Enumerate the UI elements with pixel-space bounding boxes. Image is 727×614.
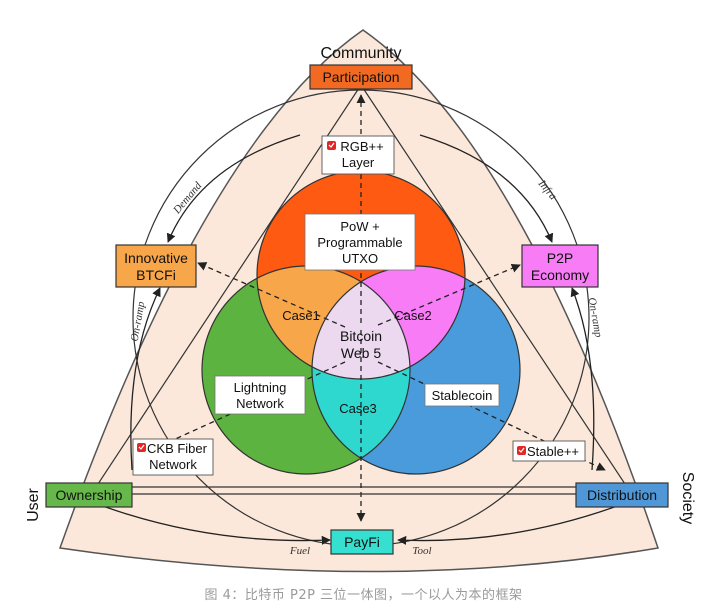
stable-label: Stable++ bbox=[527, 444, 579, 459]
case1-label: Case1 bbox=[282, 308, 320, 323]
box-lightning bbox=[214, 375, 306, 415]
node-btcfi bbox=[115, 244, 197, 288]
label-fuel: Fuel bbox=[289, 545, 310, 557]
ckb-line2: Network bbox=[149, 457, 197, 472]
node-btcfi-line2: BTCFi bbox=[136, 267, 176, 283]
center-line1: Bitcoin bbox=[340, 328, 382, 344]
dashed-to-p2p bbox=[377, 263, 521, 326]
arc-onramp-left bbox=[130, 287, 161, 471]
node-payfi bbox=[330, 529, 394, 555]
arc-infra bbox=[419, 134, 554, 243]
node-participation bbox=[309, 64, 413, 90]
box-ckb bbox=[132, 438, 214, 476]
label-user: User bbox=[25, 487, 42, 521]
node-btcfi-line1: Innovative bbox=[124, 250, 188, 266]
pow-line2: Programmable bbox=[317, 235, 402, 250]
node-p2p-line1: P2P bbox=[547, 250, 573, 266]
label-society: Society bbox=[679, 472, 696, 524]
node-ownership-label: Ownership bbox=[56, 487, 123, 503]
node-distribution-label: Distribution bbox=[587, 487, 657, 503]
lightning-line2: Network bbox=[236, 396, 284, 411]
node-ownership bbox=[45, 482, 133, 508]
stablecoin-label: Stablecoin bbox=[432, 388, 493, 403]
arc-fuel bbox=[99, 504, 331, 545]
lightning-line1: Lightning bbox=[234, 380, 287, 395]
case2-label: Case2 bbox=[394, 308, 432, 323]
pow-line3: UTXO bbox=[342, 251, 378, 266]
rgb-line1: RGB++ bbox=[340, 139, 383, 154]
arc-demand bbox=[166, 134, 301, 243]
figure-caption: 图 4：比特币 P2P 三位一体图，一个以人为本的框架 bbox=[204, 588, 523, 603]
label-tool: Tool bbox=[412, 545, 431, 557]
arc-onramp-right bbox=[570, 287, 595, 471]
case3-label: Case3 bbox=[339, 401, 377, 416]
node-payfi-label: PayFi bbox=[344, 534, 380, 550]
rgb-line2: Layer bbox=[342, 155, 375, 170]
node-participation-label: Participation bbox=[322, 69, 399, 85]
pow-line1: PoW + bbox=[340, 219, 379, 234]
ckb-line1: CKB Fiber bbox=[147, 441, 208, 456]
arc-tool bbox=[397, 504, 621, 545]
center-line2: Web 5 bbox=[341, 345, 381, 361]
label-community: Community bbox=[321, 45, 402, 62]
node-p2p-line2: Economy bbox=[531, 267, 589, 283]
box-stablecoin bbox=[424, 383, 500, 407]
node-distribution bbox=[575, 482, 669, 508]
node-p2p bbox=[521, 244, 599, 288]
box-pow bbox=[304, 213, 416, 271]
box-stable bbox=[512, 440, 586, 462]
